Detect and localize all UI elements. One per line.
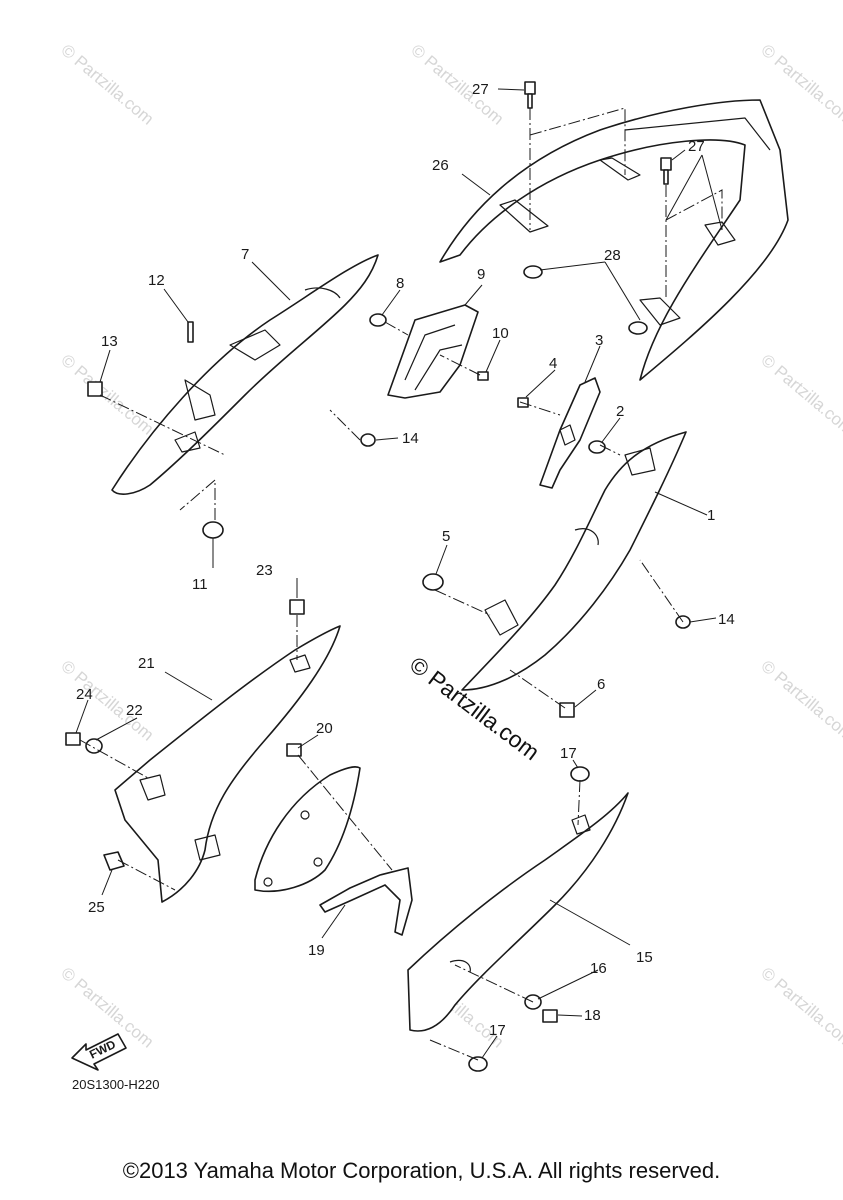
- watermark: © Partzilla.com: [407, 41, 507, 129]
- callout-5: 5: [442, 528, 450, 545]
- callout-17: 17: [489, 1022, 506, 1039]
- callout-2: 2: [616, 403, 624, 420]
- callout-14: 14: [402, 430, 419, 447]
- callout-8: 8: [396, 275, 404, 292]
- part-3-bracket: [539, 377, 601, 489]
- part-15-lower-cover: [407, 792, 629, 1032]
- inner-plate: [254, 766, 361, 893]
- callout-1: 1: [707, 507, 715, 524]
- callout-23: 23: [256, 562, 273, 579]
- callout-27: 27: [472, 81, 489, 98]
- callout-10: 10: [492, 325, 509, 342]
- callout-13: 13: [101, 333, 118, 350]
- fwd-arrow-icon: FWD: [71, 1033, 127, 1071]
- callout-15: 15: [636, 949, 653, 966]
- callout-6: 6: [597, 676, 605, 693]
- callout-26: 26: [432, 157, 449, 174]
- fasteners: [65, 81, 691, 1072]
- callout-11: 11: [192, 576, 208, 593]
- callouts: 27 27 26 28 7 12 8 9 10 13 3 4 2 14 1 5 …: [76, 81, 735, 1039]
- part-21-lower-cover: [114, 625, 341, 903]
- part-19-stay: [319, 867, 413, 936]
- callout-7: 7: [241, 246, 249, 263]
- watermarks: © Partzilla.com © Partzilla.com © Partzi…: [57, 41, 843, 1052]
- watermark: © Partzilla.com: [57, 351, 157, 439]
- diagram-code: 20S1300-H220: [72, 1077, 159, 1092]
- callout-9: 9: [477, 266, 485, 283]
- callout-18: 18: [584, 1007, 601, 1024]
- part-1-side-cover: [461, 431, 687, 691]
- part-26-grab-bar: [439, 99, 789, 381]
- part-9-inner-cover: [387, 304, 479, 399]
- leader-lines: [75, 88, 723, 1059]
- callout-4: 4: [549, 355, 557, 372]
- watermark: © Partzilla.com: [757, 351, 843, 439]
- copyright-footer: ©2013 Yamaha Motor Corporation, U.S.A. A…: [122, 1158, 721, 1183]
- callout-24: 24: [76, 686, 93, 703]
- callout-19: 19: [308, 942, 325, 959]
- callout-25: 25: [88, 899, 105, 916]
- callout-20: 20: [316, 720, 333, 737]
- watermark: © Partzilla.com: [757, 41, 843, 129]
- callout-28: 28: [604, 247, 621, 264]
- callout-17: 17: [560, 745, 577, 762]
- callout-3: 3: [595, 332, 603, 349]
- callout-12: 12: [148, 272, 165, 289]
- assembly-lines: [79, 107, 723, 1061]
- watermark: © Partzilla.com: [57, 41, 157, 129]
- part-7-side-cover: [111, 254, 379, 495]
- watermark: © Partzilla.com: [757, 964, 843, 1052]
- callout-16: 16: [590, 960, 607, 977]
- callout-21: 21: [138, 655, 155, 672]
- callout-22: 22: [126, 702, 143, 719]
- callout-27: 27: [688, 138, 705, 155]
- callout-14: 14: [718, 611, 735, 628]
- watermark: © Partzilla.com: [757, 657, 843, 745]
